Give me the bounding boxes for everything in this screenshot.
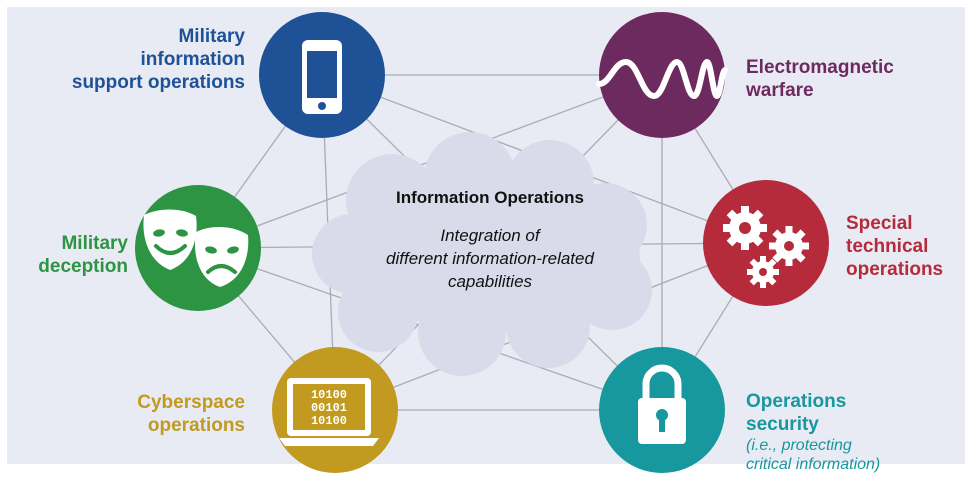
miso-label: Military information support operations xyxy=(40,25,245,94)
mildec-label: Military deception xyxy=(16,232,128,278)
theater-masks-icon xyxy=(143,209,249,287)
center-title: Information Operations xyxy=(396,188,584,207)
sto-label-line-3: operations xyxy=(846,259,944,280)
ew-label-line-1: Electromagnetic xyxy=(746,57,894,78)
gears-icon xyxy=(723,206,809,288)
center-text: Information Operations Integration of di… xyxy=(340,186,640,293)
sto-label-line-2: technical xyxy=(846,236,929,257)
opsec-sub-line-1: (i.e., protecting xyxy=(746,437,852,454)
binary-line-2: 00101 xyxy=(311,401,347,415)
ew-circle[interactable] xyxy=(596,12,728,138)
miso-label-line-2: information xyxy=(140,49,246,70)
opsec-label-line-1: Operations xyxy=(746,391,847,412)
sto-label: Special technical operations xyxy=(846,212,961,281)
mildec-label-line-1: Military xyxy=(61,233,128,254)
sto-circle[interactable] xyxy=(703,180,829,306)
mildec-label-line-2: deception xyxy=(38,256,128,277)
cyber-label-line-2: operations xyxy=(147,415,245,436)
binary-line-3: 10100 xyxy=(311,414,347,428)
sto-label-line-1: Special xyxy=(846,213,913,234)
laptop-binary-icon: 10100 00101 10100 xyxy=(279,378,379,446)
information-operations-cloud xyxy=(312,132,652,376)
ew-label: Electromagnetic warfare xyxy=(746,56,946,102)
binary-line-1: 10100 xyxy=(311,388,347,402)
cyber-circle[interactable]: 10100 00101 10100 xyxy=(272,347,398,473)
opsec-label-line-2: security xyxy=(746,414,819,435)
miso-circle[interactable] xyxy=(259,12,385,138)
cyber-label-line-1: Cyberspace xyxy=(137,392,245,413)
waveform-icon xyxy=(596,58,728,100)
opsec-label: Operations security (i.e., protecting cr… xyxy=(746,390,956,474)
miso-label-line-1: Military xyxy=(178,26,245,47)
padlock-icon xyxy=(638,364,686,444)
cyber-label: Cyberspace operations xyxy=(60,391,245,437)
center-subtitle-line-1: Integration of xyxy=(440,226,540,245)
center-subtitle-line-2: different information-related xyxy=(386,249,594,268)
ew-label-line-2: warfare xyxy=(746,80,814,101)
opsec-sub-line-2: critical information) xyxy=(746,456,881,473)
smartphone-icon xyxy=(302,40,342,114)
center-subtitle: Integration of different information-rel… xyxy=(340,224,640,293)
mildec-circle[interactable] xyxy=(135,185,261,311)
miso-label-line-3: support operations xyxy=(71,72,245,93)
center-subtitle-line-3: capabilities xyxy=(447,272,533,291)
opsec-circle[interactable] xyxy=(599,347,725,473)
